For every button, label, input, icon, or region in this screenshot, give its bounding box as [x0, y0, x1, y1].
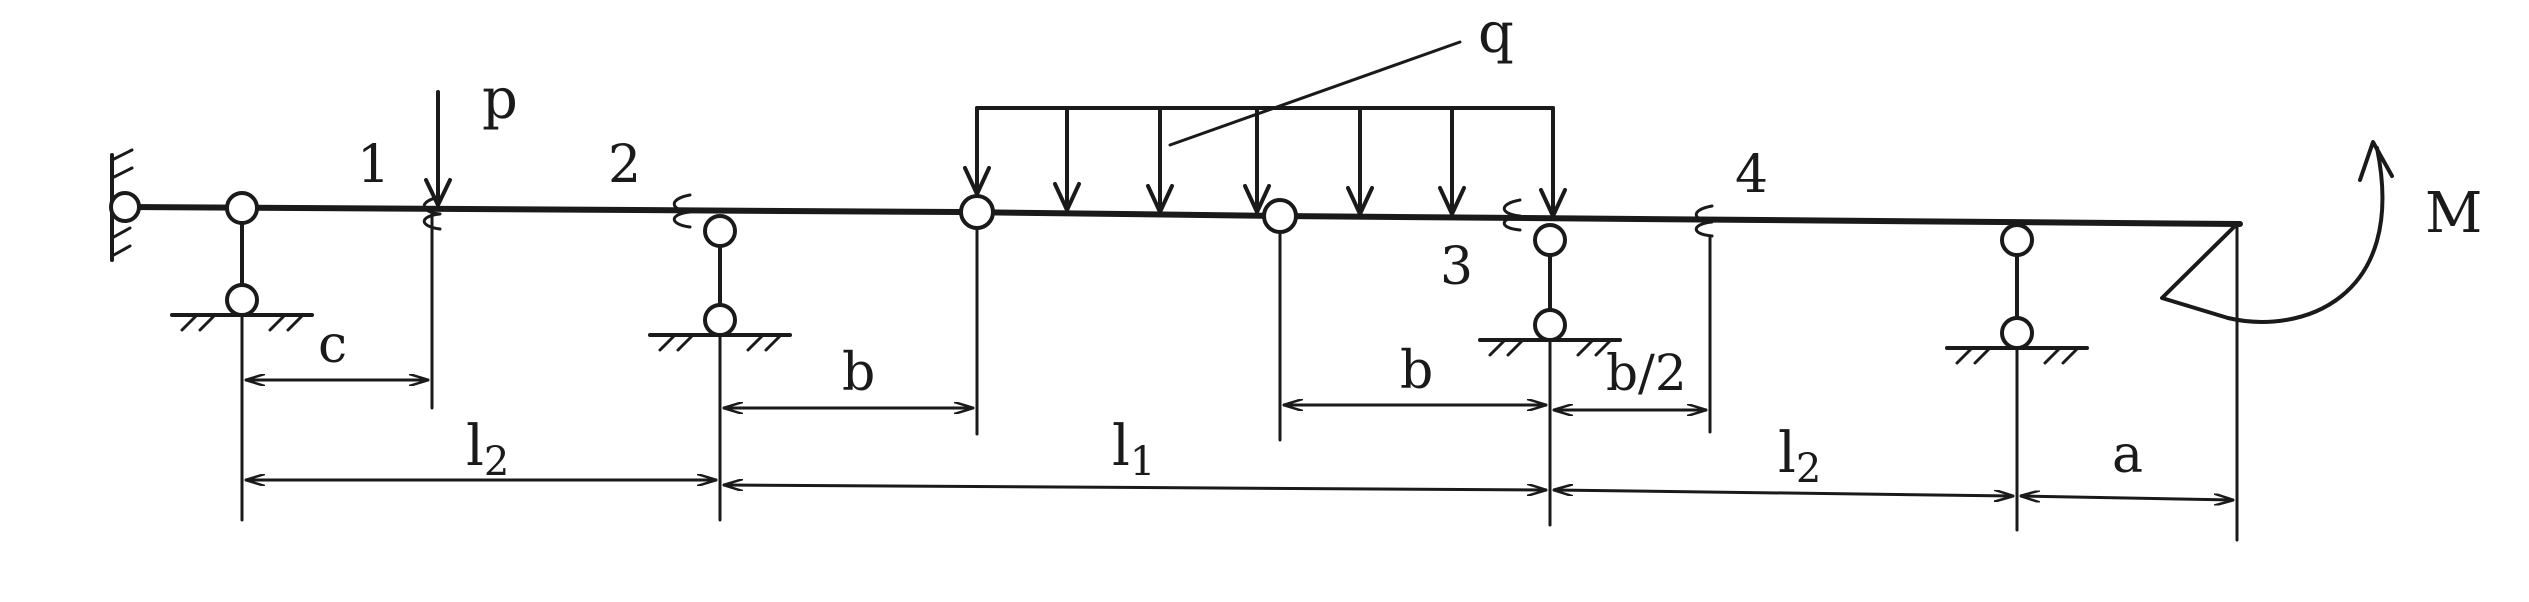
dim-l1-label: l1	[1112, 414, 1155, 485]
pin-support-d	[1945, 223, 2089, 365]
section-label-2: 2	[608, 135, 641, 195]
distributed-load-q	[963, 40, 1567, 218]
extension-lines	[240, 208, 2019, 532]
end-hinge	[109, 191, 141, 223]
dim-l2-left-label: l2	[466, 414, 509, 485]
dim-a-line	[2019, 496, 2235, 500]
point-load-p	[424, 90, 452, 207]
section-mark-1	[422, 195, 442, 231]
dim-b-right-label: b	[1400, 341, 1433, 401]
section-label-3: 3	[1440, 237, 1473, 297]
intermediate-hinge-left	[959, 194, 995, 230]
dim-a-label: a	[2112, 425, 2143, 485]
pin-support-c	[1478, 223, 1622, 357]
section-mark-4	[1694, 204, 1714, 238]
dim-l2-right-line	[1552, 490, 2015, 496]
label-q: q	[1478, 1, 1514, 66]
pin-support-a	[170, 191, 314, 332]
pin-support-b	[648, 214, 792, 352]
dim-l1-line	[722, 485, 1548, 490]
section-label-4: 4	[1735, 145, 1768, 205]
dim-l2-right-label: l2	[1778, 421, 1821, 492]
dim-b-left-label: b	[842, 343, 875, 403]
section-mark-2	[672, 193, 692, 229]
intermediate-hinge-right	[1262, 198, 1298, 234]
dim-b-half-label: b/2	[1606, 344, 1687, 402]
moment-arrow-m	[2226, 140, 2394, 324]
section-label-1: 1	[357, 135, 390, 195]
fixed-wall-support	[109, 148, 141, 262]
cantilever-end	[2160, 222, 2239, 542]
q-leader-line	[1168, 40, 1462, 147]
dim-c-label: c	[318, 315, 347, 375]
beam-line	[122, 204, 2243, 227]
section-mark-3	[1502, 198, 1522, 232]
label-m: M	[2425, 181, 2482, 246]
label-p: p	[482, 67, 518, 132]
